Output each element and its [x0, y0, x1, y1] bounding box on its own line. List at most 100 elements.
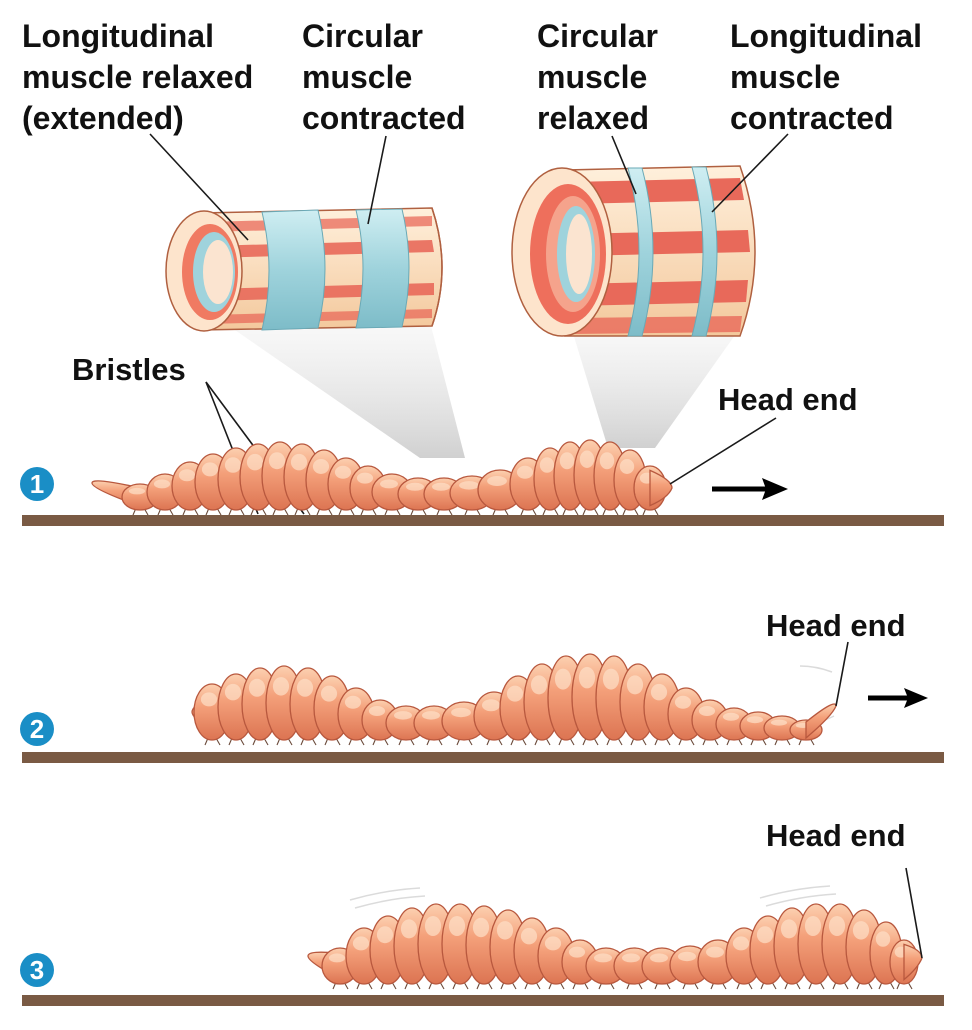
segment-highlight: [224, 457, 242, 473]
label-line: muscle: [537, 59, 647, 95]
segment-highlight: [706, 946, 724, 958]
leader-head-end-step-2: [835, 641, 849, 707]
step-2-badge: 2: [20, 712, 54, 746]
worm-step-1: [91, 439, 673, 516]
segment-highlight: [451, 707, 471, 718]
segment-highlight: [578, 666, 596, 689]
segment-highlight: [674, 695, 692, 709]
segment-highlight: [828, 916, 846, 936]
segment-highlight: [224, 683, 242, 701]
segment-highlight: [328, 953, 346, 963]
segment-highlight: [594, 953, 612, 963]
segment-highlight: [875, 931, 891, 947]
leader-head-end-step-1: [669, 417, 777, 485]
ground-line-step-3: [22, 995, 944, 1006]
segment-highlight: [650, 953, 668, 963]
segment-highlight: [153, 479, 171, 489]
segment-highlight: [246, 453, 264, 471]
ground-line-step-1: [22, 515, 944, 526]
leader-head-end-step-3: [905, 867, 923, 959]
step-1-number: 1: [30, 469, 44, 499]
segment-highlight: [268, 452, 286, 470]
segment-highlight: [852, 921, 870, 940]
worm-step-2: [191, 653, 837, 746]
segment-highlight: [602, 668, 620, 690]
label-line: (extended): [22, 100, 184, 136]
segment-highlight: [352, 936, 370, 951]
leader-longitudinal-relaxed: [149, 133, 249, 241]
step-1-badge: 1: [20, 467, 54, 501]
label-line: relaxed: [537, 100, 649, 136]
segment-highlight: [128, 487, 146, 495]
segment-highlight: [472, 917, 490, 938]
segment-highlight: [496, 921, 514, 940]
segment-highlight: [559, 452, 575, 470]
segment-highlight: [380, 479, 398, 489]
segment-highlight: [506, 685, 524, 702]
segment-highlight: [722, 712, 740, 721]
label-line: Longitudinal: [22, 18, 214, 54]
segment-highlight: [272, 677, 290, 696]
segment-highlight: [516, 465, 534, 479]
label-line: Longitudinal: [730, 18, 922, 54]
motion-blur-line: [354, 895, 426, 909]
head-end-label-step-3: Head end: [766, 818, 906, 853]
segment-highlight: [619, 459, 635, 474]
segment-highlight: [539, 457, 555, 473]
leader-circular-contracted: [367, 135, 387, 225]
segment-highlight: [312, 459, 330, 474]
segment-highlight: [320, 685, 338, 702]
segment-highlight: [178, 469, 196, 482]
segment-highlight: [201, 462, 219, 477]
segment-highlight: [344, 695, 362, 709]
worm-head: [649, 469, 673, 507]
label-line: Circular: [537, 18, 658, 54]
worms-layer: [91, 439, 923, 990]
segment-highlight: [290, 453, 308, 471]
step-3-badge: 3: [20, 953, 54, 987]
segment-highlight: [459, 481, 479, 490]
label-longitudinal-relaxed: Longitudinal muscle relaxed (extended): [22, 18, 253, 136]
segment-highlight: [622, 953, 640, 963]
segment-highlight: [406, 482, 424, 491]
label-line: muscle: [302, 59, 412, 95]
label-line: contracted: [302, 100, 466, 136]
segment-highlight: [200, 692, 218, 707]
segment-highlight: [650, 683, 668, 701]
step-3-number: 3: [30, 955, 44, 985]
segment-highlight: [568, 946, 586, 958]
segment-highlight: [770, 719, 788, 726]
worm-head: [805, 703, 837, 740]
segment-highlight: [746, 716, 764, 724]
segment-highlight: [394, 711, 412, 720]
segment-highlight: [678, 951, 696, 962]
bristles-label: Bristles: [72, 352, 186, 387]
segment-highlight: [368, 706, 386, 716]
segment-highlight: [530, 675, 548, 695]
segment-highlight: [487, 476, 507, 486]
direction-arrow-step-1: [712, 478, 788, 500]
segment-highlight: [732, 936, 750, 951]
segment-highlight: [422, 711, 440, 720]
segment-highlight: [698, 706, 716, 716]
label-line: contracted: [730, 100, 894, 136]
ground-line-step-2: [22, 752, 944, 763]
magnify-cone-right: [572, 328, 740, 448]
segment-highlight: [626, 675, 644, 695]
segment-highlight: [424, 916, 442, 936]
segment-highlight: [248, 678, 266, 697]
segment-highlight: [432, 482, 450, 491]
segment-highlight: [554, 668, 572, 690]
segment-highlight: [804, 916, 822, 936]
step-2-number: 2: [30, 714, 44, 744]
motion-blur-line: [799, 665, 833, 673]
worm-step-3: [307, 885, 923, 990]
leader-circular-relaxed: [611, 135, 637, 195]
segment-highlight: [334, 465, 352, 479]
motion-blur-line: [759, 885, 831, 899]
segment-highlight: [296, 678, 314, 697]
label-longitudinal-contracted: Longitudinal muscle contracted: [730, 18, 922, 136]
label-line: Circular: [302, 18, 423, 54]
direction-arrow-step-2: [868, 688, 928, 708]
worm-head: [903, 943, 923, 981]
